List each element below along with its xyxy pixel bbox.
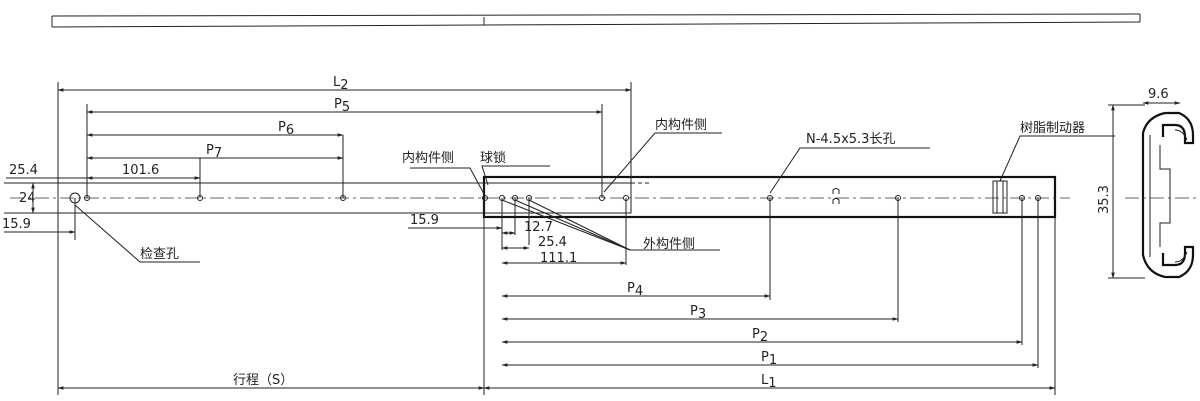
- holes: [69, 188, 1041, 204]
- resin-stopper-part: [992, 180, 1008, 214]
- dim-9-6: 9.6: [1148, 87, 1169, 102]
- top-rail-view: [51, 13, 1141, 28]
- dim-101-6: 101.6: [122, 163, 159, 178]
- leader-lines: [74, 132, 1115, 263]
- dim-P4: P4: [627, 281, 643, 299]
- label-ball-lock: 球锁: [480, 150, 506, 166]
- dimension-texts: L2 P5 P6 P7 101.6 25.4 24 15.9 15.9 12.7…: [2, 75, 1169, 391]
- dim-P2: P2: [752, 327, 768, 345]
- dim-15-9-mid: 15.9: [410, 213, 439, 228]
- dim-24: 24: [19, 191, 36, 206]
- label-inner-side-lower: 内构件侧: [402, 150, 454, 166]
- dimension-lines: [4, 88, 1181, 390]
- dim-25-4-left: 25.4: [9, 163, 38, 178]
- dim-35-3: 35.3: [1097, 185, 1112, 214]
- dim-P7: P7: [206, 143, 222, 161]
- cross-section-profile: [1125, 111, 1200, 279]
- extension-lines: [4, 82, 1056, 395]
- dim-L2: L2: [333, 75, 349, 93]
- dim-P6: P6: [278, 120, 294, 138]
- dim-P1: P1: [761, 350, 777, 368]
- callout-labels: 内构件侧 内构件侧 球锁 N-4.5x5.3长孔 树脂制动器 检查孔 外构件侧: [140, 117, 1085, 262]
- label-inner-side-upper: 内构件侧: [655, 117, 707, 133]
- dim-stroke: 行程（S）: [233, 373, 293, 388]
- dim-111-1: 111.1: [540, 251, 577, 266]
- label-inspection-hole: 检查孔: [140, 247, 179, 262]
- dim-25-4-mid: 25.4: [538, 235, 567, 250]
- dim-L1: L1: [761, 373, 777, 391]
- label-resin-stopper: 树脂制动器: [1020, 121, 1085, 136]
- dim-15-9-left: 15.9: [2, 217, 31, 232]
- label-slot: N-4.5x5.3长孔: [806, 132, 895, 147]
- dim-P5: P5: [334, 97, 350, 115]
- label-outer-side: 外构件侧: [643, 237, 695, 252]
- dim-P3: P3: [690, 304, 706, 322]
- dim-12-7: 12.7: [524, 220, 553, 235]
